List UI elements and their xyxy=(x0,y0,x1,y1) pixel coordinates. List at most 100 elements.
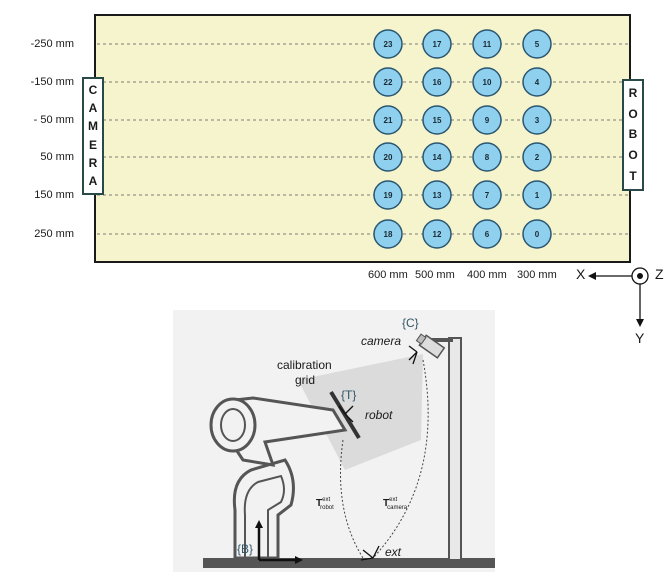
position-marker xyxy=(422,105,452,135)
position-marker xyxy=(472,219,502,249)
robot-shoulder-inner xyxy=(220,408,246,442)
position-marker xyxy=(373,219,403,249)
position-marker xyxy=(522,67,552,97)
position-marker xyxy=(522,29,552,59)
column-label-1: 600 mm xyxy=(368,269,408,281)
position-marker-label: 6 xyxy=(485,230,490,239)
row-label-2: -150 mm xyxy=(30,76,74,88)
position-marker xyxy=(472,67,502,97)
column-label-3: 400 mm xyxy=(467,269,507,281)
z-axis-dot xyxy=(637,273,643,279)
position-marker-label: 15 xyxy=(433,116,442,125)
position-marker xyxy=(373,105,403,135)
position-marker-label: 23 xyxy=(384,40,393,49)
camera-label: camera xyxy=(361,334,402,348)
robot-shoulder xyxy=(209,397,257,453)
axes-indicator xyxy=(588,267,649,327)
camera-letter: M xyxy=(88,119,98,134)
position-marker xyxy=(422,180,452,210)
position-marker xyxy=(373,142,403,172)
y-axis-label: Y xyxy=(635,330,645,346)
camera-letter: A xyxy=(88,174,98,189)
t-camera-sub: camera xyxy=(387,505,408,511)
position-marker-label: 14 xyxy=(433,153,442,162)
position-marker-label: 1 xyxy=(535,191,540,200)
t-camera-transform: Textcamera xyxy=(383,497,417,511)
ext-label: ext xyxy=(385,545,402,559)
position-marker xyxy=(472,180,502,210)
x-axis-label: X xyxy=(576,266,586,282)
position-marker xyxy=(472,105,502,135)
robot-letter: O xyxy=(628,148,638,163)
position-marker-label: 13 xyxy=(433,191,442,200)
base-frame-z-arrowhead xyxy=(255,520,263,528)
row-label-6: 250 mm xyxy=(34,228,74,240)
position-marker-label: 17 xyxy=(433,40,442,49)
position-marker xyxy=(472,142,502,172)
position-marker xyxy=(422,29,452,59)
y-arrowhead xyxy=(636,319,644,327)
robot-letter: R xyxy=(628,85,638,100)
camera-letter: R xyxy=(88,155,98,170)
row-label-1: -250 mm xyxy=(30,38,74,50)
calibration-label: calibration xyxy=(277,358,332,372)
t-robot-main: T xyxy=(316,498,323,509)
position-marker xyxy=(522,180,552,210)
robot-transform-curve xyxy=(340,439,364,559)
base-frame-label: {B} xyxy=(237,542,254,556)
robot-letter: T xyxy=(629,169,637,184)
robot-side-label: R O B O T xyxy=(622,79,644,191)
column-label-2: 500 mm xyxy=(415,269,455,281)
t-robot-sub: robot xyxy=(320,505,334,511)
position-marker-label: 5 xyxy=(535,40,540,49)
target-frame-label: {T} xyxy=(341,388,357,402)
t-robot-transform: Text robot xyxy=(316,497,344,511)
calibration-setup-drawing xyxy=(203,333,495,568)
row-label-3: - 50 mm xyxy=(33,114,74,126)
position-marker-label: 18 xyxy=(384,230,393,239)
position-marker-label: 20 xyxy=(384,153,393,162)
position-marker-label: 10 xyxy=(483,78,492,87)
target-frame-arrows xyxy=(338,405,354,423)
camera-side-label: C A M E R A xyxy=(82,77,104,195)
ground-bar xyxy=(203,558,495,568)
position-marker-label: 12 xyxy=(433,230,442,239)
row-label-4: 50 mm xyxy=(40,151,74,163)
position-marker-label: 0 xyxy=(535,230,540,239)
camera-field-of-view xyxy=(298,354,423,470)
position-marker-label: 22 xyxy=(384,78,393,87)
position-marker xyxy=(373,180,403,210)
camera-transform-curve xyxy=(372,359,429,559)
column-label-4: 300 mm xyxy=(517,269,557,281)
camera-letter: C xyxy=(88,82,98,97)
robot-letter: B xyxy=(628,127,638,142)
position-marker-label: 11 xyxy=(483,40,492,49)
camera-frame-label: {C} xyxy=(402,316,419,330)
position-marker xyxy=(522,142,552,172)
camera-pole xyxy=(448,337,462,561)
calibration-grid-plate xyxy=(329,390,361,440)
base-frame-x-arrowhead xyxy=(295,556,303,564)
z-axis-label: Z xyxy=(655,266,664,282)
robot-letter: O xyxy=(628,106,638,121)
position-marker xyxy=(422,67,452,97)
position-marker xyxy=(472,29,502,59)
robot-lower-body xyxy=(232,458,295,560)
position-marker xyxy=(373,67,403,97)
calibration-setup-figure: {C} camera calibration grid {T} robot {B… xyxy=(173,310,495,572)
position-marker xyxy=(422,142,452,172)
position-marker-label: 16 xyxy=(433,78,442,87)
camera-frame-arrows xyxy=(408,345,418,365)
position-marker-label: 21 xyxy=(384,116,393,125)
position-marker xyxy=(522,105,552,135)
robot-lower-body-inner xyxy=(243,474,285,559)
position-marker-label: 4 xyxy=(535,78,540,87)
position-marker-label: 2 xyxy=(535,153,540,162)
x-arrowhead xyxy=(588,272,596,280)
position-marker-label: 3 xyxy=(535,116,540,125)
position-marker-label: 7 xyxy=(485,191,490,200)
t-robot-sup: ext xyxy=(322,497,331,503)
position-marker xyxy=(422,219,452,249)
row-label-5: 150 mm xyxy=(34,189,74,201)
position-marker-label: 8 xyxy=(485,153,490,162)
